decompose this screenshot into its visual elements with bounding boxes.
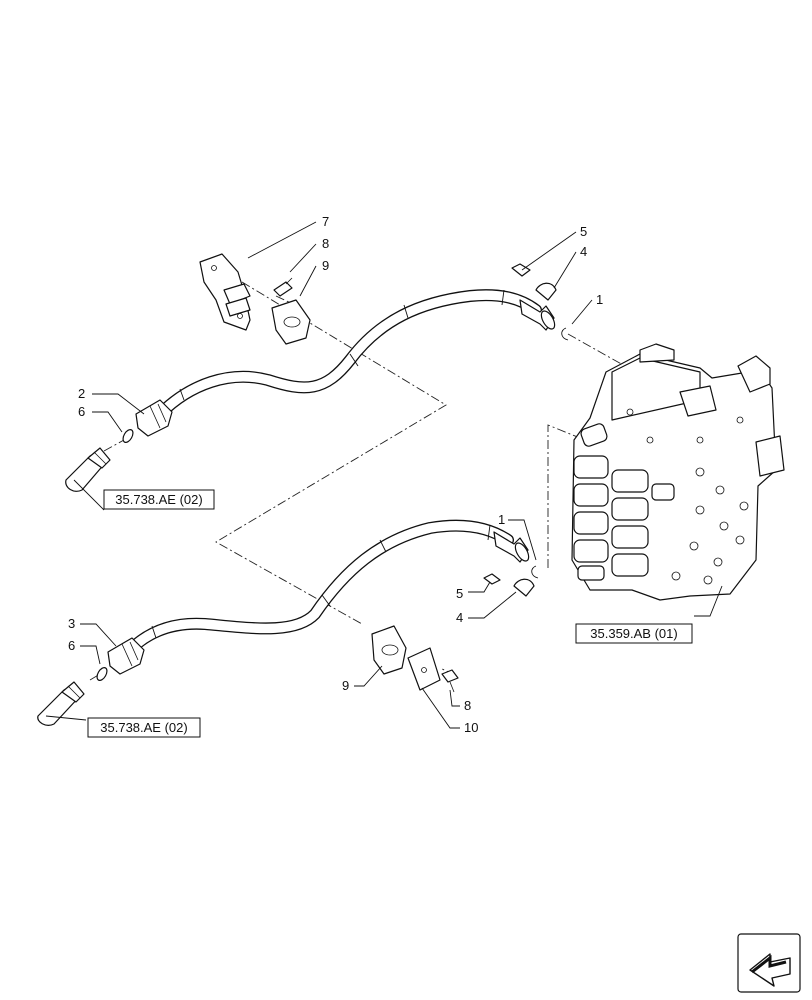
screws bbox=[273, 263, 531, 693]
clamp-upper bbox=[271, 299, 311, 345]
ref-box-fitting-top[interactable]: 35.738.AE (02) bbox=[103, 489, 215, 510]
valve-spools bbox=[573, 423, 675, 581]
callout-4: 4 bbox=[456, 610, 463, 625]
alignment-lines bbox=[89, 281, 633, 681]
ref-box-valve[interactable]: 35.359.AB (01) bbox=[575, 623, 693, 644]
callout-numbers: 7 8 9 5 4 1 2 6 1 5 4 3 6 9 8 10 bbox=[68, 214, 603, 735]
callout-1: 1 bbox=[596, 292, 603, 307]
upper-hose bbox=[135, 289, 556, 437]
bracket bbox=[199, 253, 251, 331]
callout-1: 1 bbox=[498, 512, 505, 527]
svg-text:35.738.AE (02): 35.738.AE (02) bbox=[115, 492, 202, 507]
callout-6: 6 bbox=[68, 638, 75, 653]
svg-text:35.359.AB (01): 35.359.AB (01) bbox=[590, 626, 677, 641]
callout-5: 5 bbox=[456, 586, 463, 601]
callout-8: 8 bbox=[464, 698, 471, 713]
callout-3: 3 bbox=[68, 616, 75, 631]
arrow-navigation-icon[interactable] bbox=[737, 933, 801, 993]
callout-10: 10 bbox=[464, 720, 478, 735]
svg-text:35.738.AE (02): 35.738.AE (02) bbox=[100, 720, 187, 735]
flanges-orings bbox=[513, 282, 569, 597]
callout-9: 9 bbox=[342, 678, 349, 693]
callout-7: 7 bbox=[322, 214, 329, 229]
ref-box-fitting-bottom[interactable]: 35.738.AE (02) bbox=[87, 717, 201, 738]
callout-6: 6 bbox=[78, 404, 85, 419]
callout-4: 4 bbox=[580, 244, 587, 259]
valve-ports bbox=[626, 408, 749, 585]
callout-2: 2 bbox=[78, 386, 85, 401]
callout-8: 8 bbox=[322, 236, 329, 251]
plate bbox=[407, 647, 441, 691]
leader-lines bbox=[45, 221, 723, 729]
lower-hose bbox=[107, 519, 530, 675]
callout-5: 5 bbox=[580, 224, 587, 239]
callout-9: 9 bbox=[322, 258, 329, 273]
clamp-lower bbox=[371, 625, 407, 675]
control-valve bbox=[571, 343, 785, 601]
